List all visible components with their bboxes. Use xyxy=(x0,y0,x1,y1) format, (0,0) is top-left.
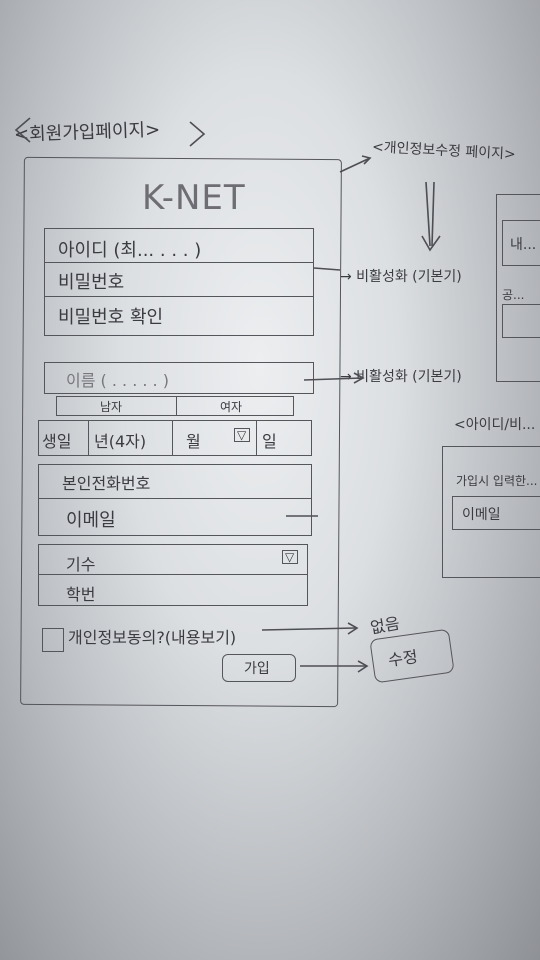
find-page-frame xyxy=(442,446,540,578)
gender-male-option[interactable]: 남자 xyxy=(100,400,123,414)
password-input[interactable]: 비밀번호 xyxy=(58,272,125,293)
privacy-page-frame xyxy=(496,194,540,382)
signup-result: 수정 xyxy=(387,647,419,670)
birth-year-input[interactable]: 년(4자) xyxy=(94,432,147,451)
find-page-title: <아이디/비... xyxy=(454,417,536,433)
name-note: → 비활성화 (기본기) xyxy=(340,369,462,385)
page-title: <회원가입페이지> xyxy=(13,119,161,146)
privacy-page-title: <개인정보수정 페이지> xyxy=(371,139,517,163)
agreement-checkbox[interactable] xyxy=(42,628,64,652)
account-note: → 비활성화 (기본기) xyxy=(340,269,462,285)
birth-label: 생일 xyxy=(42,432,72,451)
divider xyxy=(38,574,308,576)
divider xyxy=(38,498,312,500)
signup-button-label: 가입 xyxy=(244,661,270,677)
birth-day-label: 일 xyxy=(262,432,277,451)
id-input[interactable]: 아이디 (최... . . . ) xyxy=(58,240,202,261)
find-item-1: 가입시 입력한... xyxy=(456,474,538,488)
birth-day-dropdown-icon[interactable] xyxy=(234,428,250,442)
brand-logo: K-NET xyxy=(142,178,246,218)
student-id-input[interactable]: 학번 xyxy=(66,585,96,604)
privacy-side-field xyxy=(502,220,540,266)
phone-input[interactable]: 본인전화번호 xyxy=(62,474,151,493)
signup-button[interactable] xyxy=(222,654,296,682)
chevron-down-icon: ▽ xyxy=(285,550,295,564)
birth-month-input[interactable]: 월 xyxy=(186,432,201,451)
generation-dropdown-icon[interactable] xyxy=(282,550,298,564)
divider xyxy=(44,296,314,298)
gender-box xyxy=(56,396,294,416)
divider xyxy=(44,262,314,264)
account-box xyxy=(44,228,314,336)
email-input[interactable]: 이메일 xyxy=(66,510,116,531)
gender-female-option[interactable]: 여자 xyxy=(220,400,243,414)
privacy-side-item-2: 공... xyxy=(502,288,525,302)
divider xyxy=(172,420,174,456)
find-email-field xyxy=(452,496,540,530)
find-item-2: 이메일 xyxy=(462,507,501,523)
agreement-label[interactable]: 개인정보동의?(내용보기) xyxy=(68,628,237,647)
privacy-side-field-2 xyxy=(502,304,540,338)
name-input[interactable]: 이름 ( . . . . . ) xyxy=(66,371,169,390)
chevron-down-icon: ▽ xyxy=(237,428,247,442)
birthday-box xyxy=(38,420,312,456)
divider xyxy=(176,396,178,416)
generation-select[interactable]: 기수 xyxy=(66,555,96,574)
divider xyxy=(256,420,258,456)
contact-box xyxy=(38,464,312,536)
divider xyxy=(88,420,90,456)
privacy-side-item-1: 내... xyxy=(510,237,537,253)
agreement-result: 없음 xyxy=(368,613,402,638)
password-confirm-input[interactable]: 비밀번호 확인 xyxy=(58,307,164,328)
